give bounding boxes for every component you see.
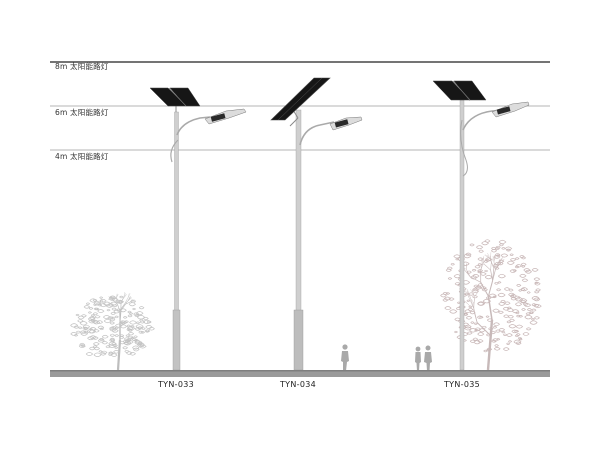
tree-left-icon <box>70 291 155 371</box>
model-label-tyn-033: TYN-033 <box>157 380 195 389</box>
lamp-head-icon <box>491 101 530 118</box>
model-label-tyn-034: TYN-034 <box>279 380 317 389</box>
street-light-tyn-033 <box>149 87 247 371</box>
pedestrian-icon <box>341 344 349 371</box>
tree-right-icon <box>440 239 542 371</box>
pedestrian-icon <box>415 346 421 371</box>
solar-panel-icon <box>270 77 331 121</box>
solar-panel-icon <box>149 87 201 107</box>
model-label-tyn-035: TYN-035 <box>443 380 481 389</box>
height-label-6m: 6m 太阳能路灯 <box>55 108 109 117</box>
lamp-head-icon <box>204 108 247 125</box>
height-label-8m: 8m 太阳能路灯 <box>55 62 109 71</box>
street-light-tyn-035 <box>432 80 530 371</box>
ground <box>50 370 550 377</box>
street-light-tyn-034 <box>270 77 363 371</box>
lamp-head-icon <box>329 116 363 131</box>
solar-panel-icon <box>432 80 487 101</box>
height-label-4m: 4m 太阳能路灯 <box>55 152 109 161</box>
pedestrian-icon <box>424 345 432 371</box>
